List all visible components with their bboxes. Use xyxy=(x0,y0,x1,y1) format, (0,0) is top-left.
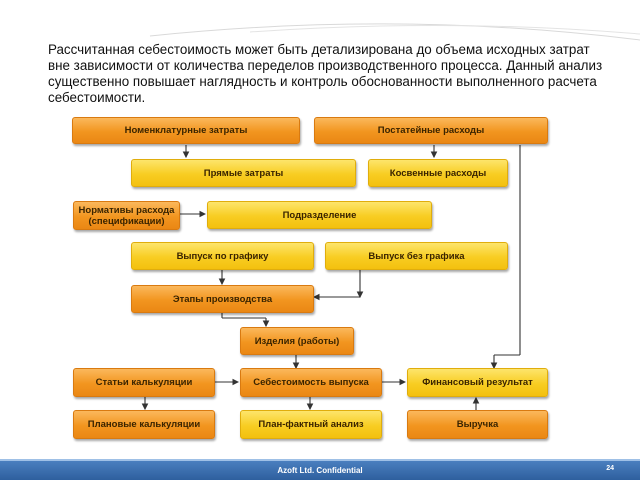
box-label: Статьи калькуляции xyxy=(95,377,193,388)
box-label: Номенклатурные затраты xyxy=(124,125,248,136)
page-number: 24 xyxy=(606,465,614,472)
box-label: План-фактный анализ xyxy=(258,419,364,430)
header-decoration xyxy=(149,23,640,41)
box-label: Выпуск по графику xyxy=(176,250,269,262)
box-label: Косвенные расходы xyxy=(389,167,487,179)
box-plan-fact-analysis: План-фактный анализ xyxy=(240,410,382,439)
box-itemized-expenses: Постатейные расходы xyxy=(314,117,548,144)
box-label: Прямые затраты xyxy=(203,167,284,179)
box-output-without-schedule: Выпуск без графика xyxy=(325,242,508,270)
box-production-stages: Этапы производства xyxy=(131,285,314,313)
box-label: Нормативы расхода (спецификации) xyxy=(78,204,175,227)
box-label: Себестоимость выпуска xyxy=(253,377,369,388)
box-output-cost: Себестоимость выпуска xyxy=(240,368,382,397)
footer-company: Azoft Ltd. Confidential xyxy=(277,466,363,475)
box-direct-costs: Прямые затраты xyxy=(131,159,356,187)
intro-paragraph: Рассчитанная себестоимость может быть де… xyxy=(48,42,603,105)
box-output-by-schedule: Выпуск по графику xyxy=(131,242,314,270)
box-label: Постатейные расходы xyxy=(377,125,485,136)
box-revenue: Выручка xyxy=(407,410,548,439)
box-indirect-expenses: Косвенные расходы xyxy=(368,159,508,187)
box-label: Изделия (работы) xyxy=(254,335,340,347)
box-costing-items: Статьи калькуляции xyxy=(73,368,215,397)
box-financial-result: Финансовый результат xyxy=(407,368,548,397)
box-label: Подразделение xyxy=(282,209,357,221)
box-products-works: Изделия (работы) xyxy=(240,327,354,355)
box-department: Подразделение xyxy=(207,201,432,229)
box-label: Финансовый результат xyxy=(422,377,533,388)
footer-bar: Azoft Ltd. Confidential 24 xyxy=(0,459,640,480)
box-nomenclature-costs: Номенклатурные затраты xyxy=(72,117,300,144)
box-label: Этапы производства xyxy=(172,293,273,305)
box-consumption-norms: Нормативы расхода (спецификации) xyxy=(73,201,180,230)
box-label: Выпуск без графика xyxy=(368,250,465,262)
box-label: Плановые калькуляции xyxy=(87,419,201,430)
box-planned-calculations: Плановые калькуляции xyxy=(73,410,215,439)
box-label: Выручка xyxy=(456,419,499,430)
